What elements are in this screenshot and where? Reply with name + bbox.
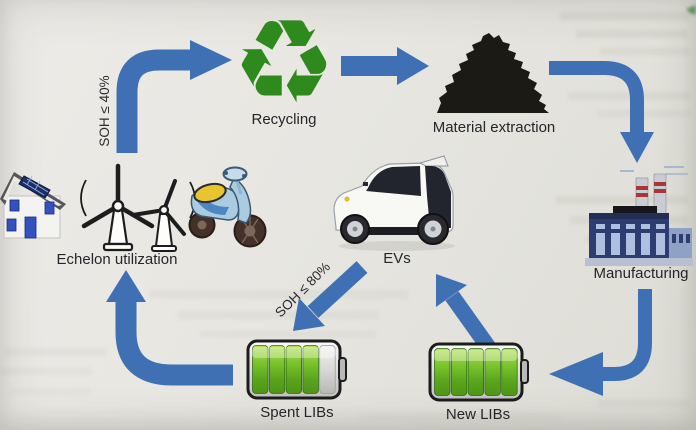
- car-rear-panel: [425, 166, 451, 228]
- factory-window: [626, 233, 635, 255]
- factory-roof-cap: [613, 206, 657, 213]
- factory-window: [656, 224, 665, 229]
- arrow-manufacturing-to-newlibs: [549, 289, 652, 396]
- page-edge-artifact: [686, 5, 696, 15]
- chimney-stripe: [636, 193, 648, 197]
- factory-window: [641, 233, 650, 255]
- house-with-solar-panel-icon: [0, 172, 66, 239]
- smoke-line: [620, 170, 634, 172]
- arrow-evs-to-spentlibs: [293, 261, 368, 331]
- battery-cell-empty: [319, 345, 336, 394]
- scooter-handlebar: [222, 166, 248, 182]
- battery-cell: [252, 345, 269, 394]
- spent-libs-battery-icon: [246, 339, 347, 400]
- motion-arc: [80, 179, 87, 217]
- flow-arrows: [106, 40, 654, 396]
- car-spoiler: [418, 155, 449, 167]
- new-libs-battery-icon: [428, 342, 529, 402]
- wind-turbine-large: [81, 163, 155, 252]
- arrow-extraction-to-manufacturing: [549, 61, 654, 163]
- chimney-stripe: [654, 189, 666, 193]
- arrow-spentlibs-to-echelon: [106, 270, 233, 386]
- spent-libs-label: Spent LIBs: [260, 404, 333, 421]
- factory-icon: [585, 166, 693, 266]
- factory-window: [596, 224, 605, 229]
- chimney-stripe: [636, 186, 648, 190]
- battery-terminal: [338, 357, 347, 382]
- wind-turbine-small: [131, 179, 186, 252]
- house-window: [6, 218, 17, 232]
- smoke-line: [666, 173, 688, 175]
- handlebar-grip: [242, 174, 246, 178]
- battery-cell: [268, 345, 286, 394]
- car-headlight: [344, 196, 350, 202]
- smoke-line: [664, 166, 684, 168]
- black-powder-pile-icon: [437, 33, 549, 113]
- rear-hub-center: [430, 226, 436, 232]
- arrow-newlibs-to-evs: [436, 274, 496, 353]
- front-hub-center: [352, 226, 358, 232]
- car-shadow: [339, 241, 455, 251]
- battery-terminal: [520, 359, 529, 384]
- factory-window: [611, 224, 620, 229]
- factory-window: [611, 233, 620, 255]
- house-window: [9, 199, 20, 212]
- white-microcar-icon: [333, 155, 455, 251]
- annex-window: [686, 234, 690, 243]
- wind-turbines-icon: [80, 163, 196, 252]
- battery-cell: [450, 348, 468, 396]
- car-mirror: [363, 182, 368, 186]
- recycling-icon: ♻: [232, 0, 336, 130]
- factory-roof-band: [589, 213, 669, 219]
- handlebar-grip: [224, 171, 228, 175]
- car-rocker-trim: [360, 227, 426, 235]
- car-window: [366, 166, 421, 196]
- battery-cell: [467, 348, 484, 396]
- solar-panel-grid: [22, 175, 49, 196]
- chimney-stripe: [654, 182, 666, 186]
- battery-cell: [434, 348, 451, 396]
- scooter-front-shield: [229, 176, 252, 224]
- evs-label: EVs: [383, 250, 411, 267]
- new-libs-label: New LIBs: [446, 406, 510, 423]
- recycling-label: Recycling: [251, 111, 316, 128]
- factory-window: [596, 233, 605, 255]
- arrow-echelon-to-recycling: [116, 40, 232, 153]
- factory-window: [641, 224, 650, 229]
- battery-gloss: [433, 350, 518, 361]
- echelon-utilization-label: Echelon utilization: [57, 251, 178, 268]
- battery-gloss: [251, 347, 336, 358]
- annex-window: [672, 234, 676, 243]
- house-window: [44, 201, 55, 215]
- annex-window: [679, 234, 683, 243]
- factory-window: [626, 224, 635, 229]
- solar-panel: [18, 175, 51, 199]
- factory-window: [656, 233, 665, 255]
- handlebar-stem: [235, 180, 243, 195]
- material-extraction-label: Material extraction: [433, 119, 556, 136]
- rear-wheel-hub: [197, 220, 207, 230]
- house-door: [24, 216, 37, 239]
- battery-cell: [484, 348, 501, 396]
- battery-cell: [285, 345, 302, 394]
- battery-cell: [302, 345, 319, 394]
- soh-40-label: SOH ≤ 40%: [97, 75, 112, 146]
- factory-base: [585, 258, 693, 266]
- scooter-icon: [188, 166, 267, 248]
- battery-cell: [501, 348, 518, 396]
- scooter-seat: [193, 182, 227, 204]
- arrow-recycling-to-extraction: [341, 47, 429, 85]
- manufacturing-label: Manufacturing: [593, 265, 688, 282]
